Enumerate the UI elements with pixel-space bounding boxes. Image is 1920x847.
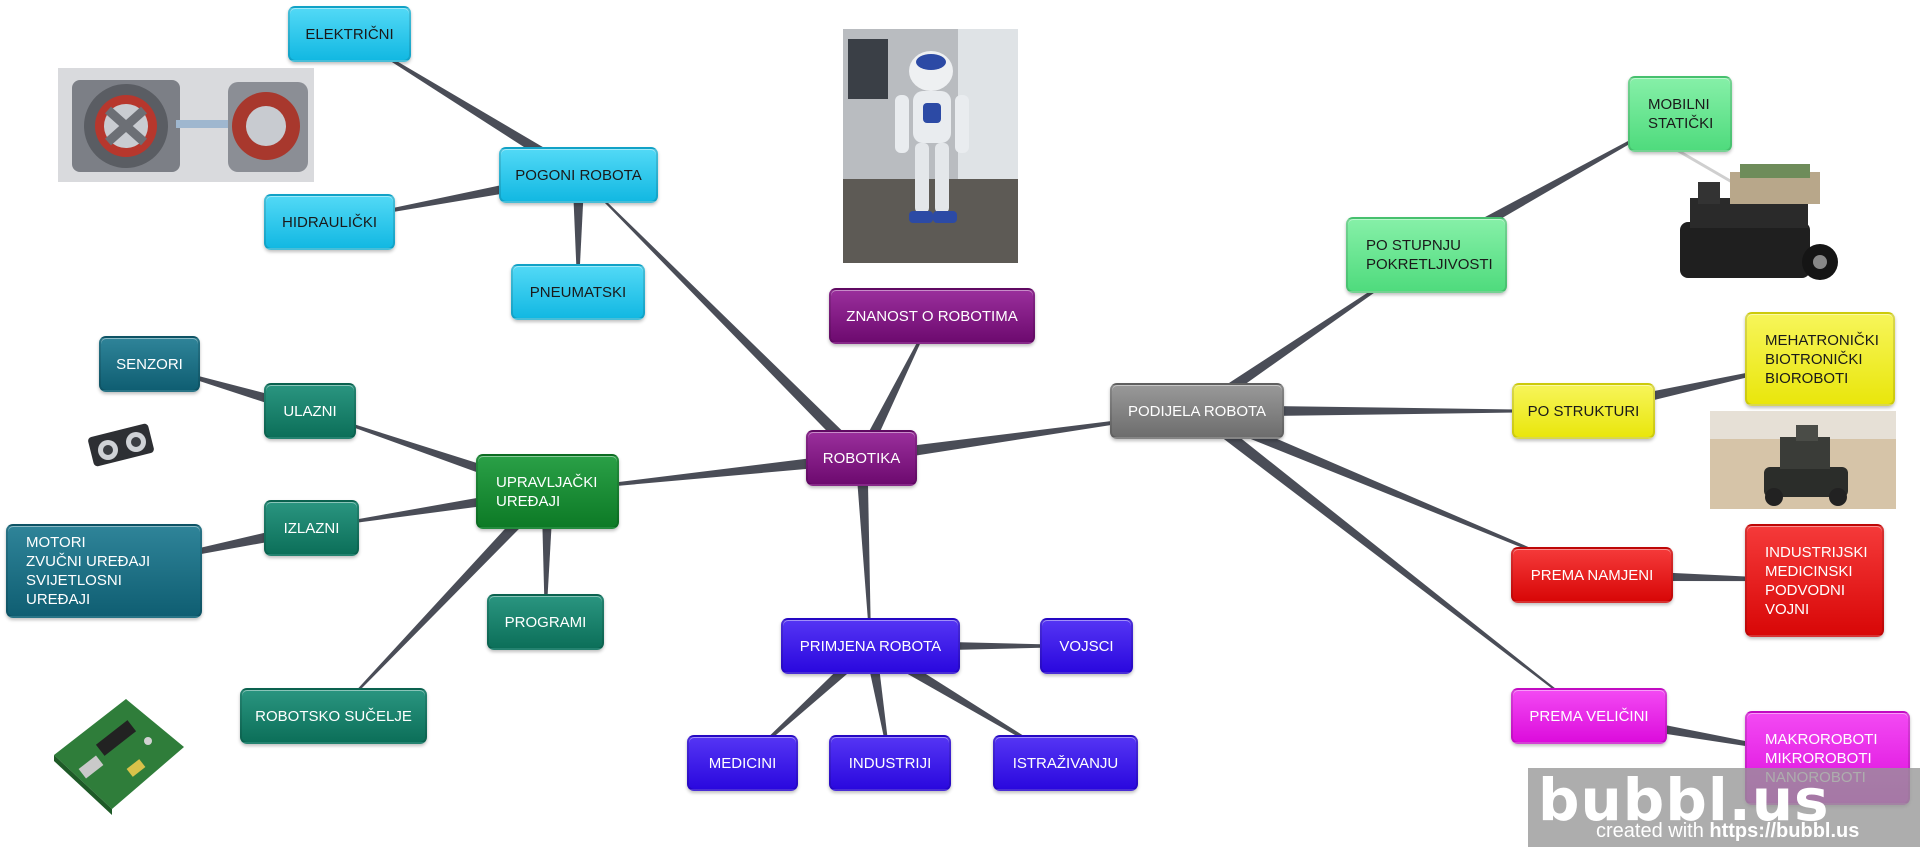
link-robotika-pogoni [578,174,866,463]
stepper-motor-photo [58,68,314,182]
watermark-caption: created with https://bubbl.us [1596,820,1859,843]
node-industrijski[interactable]: INDUSTRIJSKI MEDICINSKI PODVODNI VOJNI [1745,524,1884,637]
node-podjela-label: PODIJELA ROBOTA [1127,402,1267,420]
node-stupnju-label: PO STUPNJU POKRETLJIVOSTI [1366,237,1493,273]
node-medicini-label: MEDICINI [708,754,777,772]
link-robotika-znanost [856,315,933,461]
node-istrazivanju-label: ISTRAŽIVANJU [1012,754,1119,772]
node-vojsci-label: VOJSCI [1059,637,1114,655]
node-namjeni-label: PREMA NAMJENI [1530,566,1654,584]
mobile-robot-photo [1670,142,1846,302]
node-pneumatski-label: PNEUMATSKI [529,283,627,301]
node-industrijski-label: INDUSTRIJSKI MEDICINSKI PODVODNI VOJNI [1765,543,1868,618]
link-podjela-stupnju [1193,254,1427,416]
node-robotika-label: ROBOTIKA [822,449,901,467]
node-znanost-label: ZNANOST O ROBOTIMA [846,307,1018,325]
node-znanost[interactable]: ZNANOST O ROBOTIMA [829,288,1035,344]
node-senzori-label: SENZORI [116,355,183,373]
node-ulazni[interactable]: ULAZNI [264,383,356,439]
link-upravljacki-sucelje [333,487,552,717]
node-motori[interactable]: MOTORI ZVUČNI UREĐAJI SVIJETLOSNI UREĐAJ… [6,524,202,618]
watermark-prefix: created with [1596,820,1710,842]
node-stupnju[interactable]: PO STUPNJU POKRETLJIVOSTI [1346,217,1507,293]
link-podjela-velicini [1193,406,1590,717]
node-medicini[interactable]: MEDICINI [687,735,798,791]
link-podjela-strukturi [1197,405,1584,417]
node-upravljacki[interactable]: UPRAVLJAČKI UREĐAJI [476,454,619,529]
node-sucelje-label: ROBOTSKO SUČELJE [255,707,412,725]
link-primjena-industriji [864,645,891,764]
node-velicini-label: PREMA VELIČINI [1529,707,1649,725]
link-robotika-upravljacki [547,452,863,493]
node-hidraulicki-label: HIDRAULIČKI [281,213,378,231]
node-pneumatski[interactable]: PNEUMATSKI [511,264,645,320]
node-senzori[interactable]: SENZORI [99,336,200,392]
link-robotika-primjena [855,457,872,647]
node-primjena-label: PRIMJENA ROBOTA [799,637,942,655]
node-mehatronicki-label: MEHATRONIČKI BIOTRONIČKI BIOROBOTI [1765,331,1879,387]
node-izlazni[interactable]: IZLAZNI [264,500,359,556]
node-mehatronicki[interactable]: MEHATRONIČKI BIOTRONIČKI BIOROBOTI [1745,312,1895,406]
link-pogoni-pneumatski [572,174,585,293]
node-mobilni[interactable]: MOBILNI STATIČKI [1628,76,1732,152]
node-elektricni-label: ELEKTRIČNI [305,25,394,43]
node-robotika[interactable]: ROBOTIKA [806,430,917,486]
node-primjena[interactable]: PRIMJENA ROBOTA [781,618,960,674]
humanoid-robot-photo [843,29,1018,263]
bubblus-logo: bubbl.us [1538,766,1830,834]
node-programi-label: PROGRAMI [504,613,587,631]
link-pogoni-elektricni [349,33,582,181]
node-ulazni-label: ULAZNI [283,402,337,420]
node-strukturi-label: PO STRUKTURI [1527,402,1640,420]
node-motori-label: MOTORI ZVUČNI UREĐAJI SVIJETLOSNI UREĐAJ… [26,534,151,608]
node-industriji[interactable]: INDUSTRIJI [829,735,951,791]
watermark-url: https://bubbl.us [1709,820,1860,842]
node-industriji-label: INDUSTRIJI [848,754,932,772]
node-programi[interactable]: PROGRAMI [487,594,604,650]
link-podjela-namjeni [1194,405,1593,576]
circuit-board-photo [44,691,190,815]
node-podjela[interactable]: PODIJELA ROBOTA [1110,383,1284,439]
node-hidraulicki[interactable]: HIDRAULIČKI [264,194,395,250]
node-velicini[interactable]: PREMA VELIČINI [1511,688,1667,744]
node-strukturi[interactable]: PO STRUKTURI [1512,383,1655,439]
military-robot-photo [1710,411,1896,509]
ultrasonic-sensor-photo [86,418,160,472]
bubblus-watermark[interactable]: bubbl.us created with https://bubbl.us [1528,766,1920,847]
node-elektricni[interactable]: ELEKTRIČNI [288,6,411,62]
node-vojsci[interactable]: VOJSCI [1040,618,1133,674]
node-pogoni-label: POGONI ROBOTA [515,166,642,184]
node-mobilni-label: MOBILNI STATIČKI [1648,96,1714,132]
node-pogoni[interactable]: POGONI ROBOTA [499,147,658,203]
node-izlazni-label: IZLAZNI [283,519,340,537]
node-sucelje[interactable]: ROBOTSKO SUČELJE [240,688,427,744]
node-istrazivanju[interactable]: ISTRAŽIVANJU [993,735,1138,791]
node-upravljacki-label: UPRAVLJAČKI UREĐAJI [496,473,598,510]
node-namjeni[interactable]: PREMA NAMJENI [1511,547,1673,603]
